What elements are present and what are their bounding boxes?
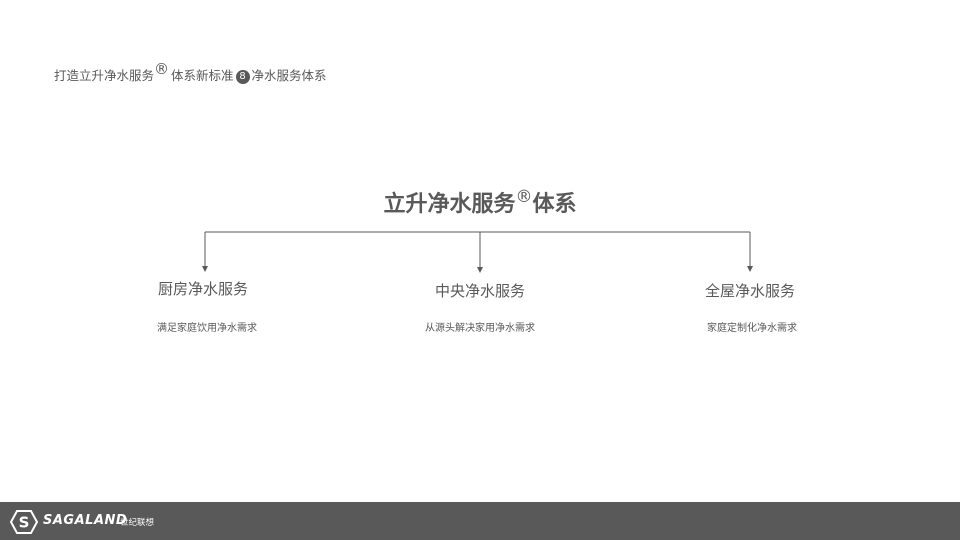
node-title-kitchen: 厨房净水服务 [157, 280, 248, 298]
root-title-text: 立升净水服务 [383, 192, 516, 217]
logo-chinese-name: 世纪联想 [120, 518, 155, 528]
logo-wordmark: SAGALAND [43, 513, 128, 528]
circled-number-badge: 8 [235, 70, 250, 84]
node-desc-central: 从源头解决家用净水需求 [425, 323, 535, 334]
header-text-part3: 净水服务体系 [251, 68, 327, 83]
registered-mark: ® [154, 60, 170, 78]
footer-bar: S SAGALAND 世纪联想 [0, 502, 960, 540]
node-title-central: 中央净水服务 [434, 282, 525, 300]
node-desc-kitchen: 满足家庭饮用净水需求 [157, 323, 257, 334]
header-text-part1: 打造立升净水服务 [54, 68, 155, 83]
root-registered-mark: ® [515, 187, 533, 207]
node-title-whole-house: 全屋净水服务 [704, 282, 795, 300]
header-text-part2: 体系新标准 [171, 68, 234, 83]
diagram-root-title: 立升净水服务®体系 [280, 186, 680, 218]
sagaland-logo-icon: S [10, 510, 38, 534]
svg-text:S: S [19, 514, 30, 532]
root-title-suffix: 体系 [532, 192, 577, 217]
node-desc-whole-house: 家庭定制化净水需求 [707, 323, 797, 334]
